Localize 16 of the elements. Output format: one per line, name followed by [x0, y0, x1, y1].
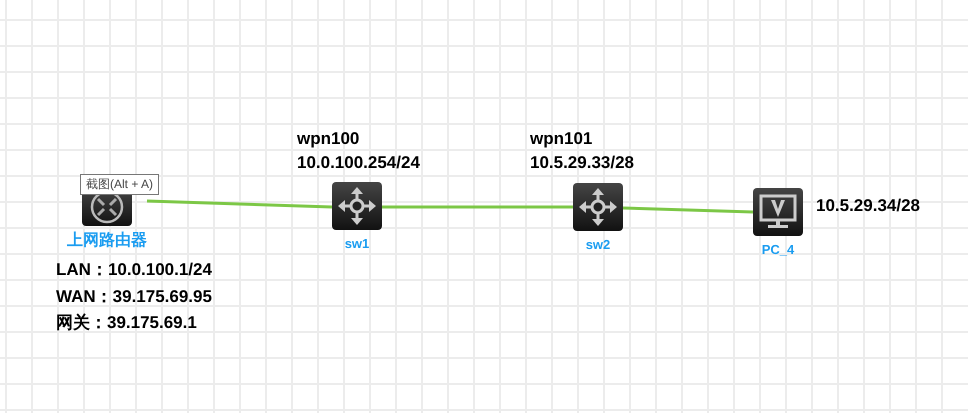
address-note: 10.5.29.34/28 [816, 196, 920, 216]
device-label: PC_4 [762, 242, 794, 257]
address-note: WAN：39.175.69.95 [56, 287, 212, 307]
address-note: LAN：10.0.100.1/24 [56, 260, 212, 280]
device-label: 上网路由器 [67, 232, 147, 250]
address-note: wpn101 [530, 129, 592, 149]
link-line [622, 206, 754, 214]
link-line [382, 206, 573, 208]
device-label: sw1 [344, 236, 370, 251]
address-note: 10.0.100.254/24 [297, 153, 420, 173]
link-line [146, 200, 332, 208]
address-note: 网关：39.175.69.1 [56, 313, 197, 333]
address-note: 10.5.29.33/28 [530, 153, 634, 173]
address-note: wpn100 [297, 129, 360, 149]
device-label: sw2 [586, 237, 610, 252]
tooltip: 截图(Alt + A) [80, 174, 160, 195]
